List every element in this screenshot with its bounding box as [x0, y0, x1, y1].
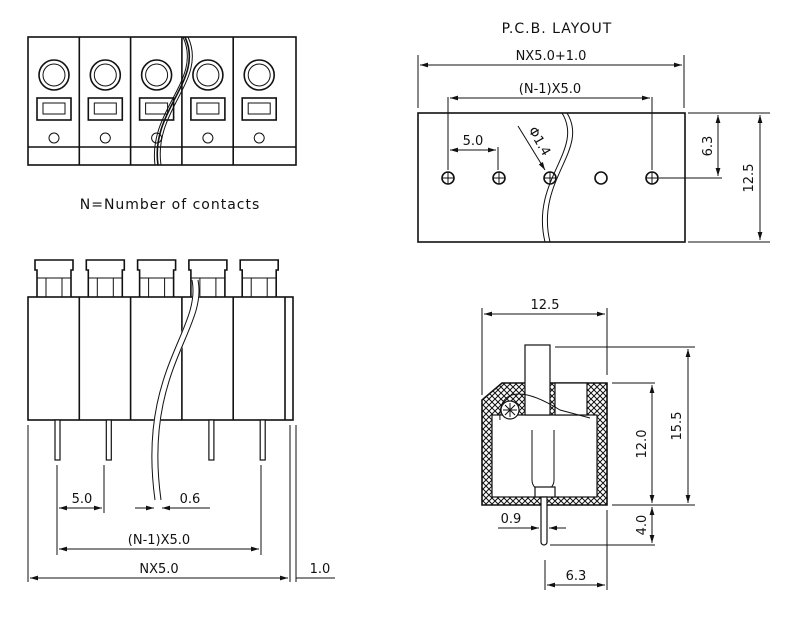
pcb-pitch: 5.0 — [463, 134, 484, 149]
side-body-height: 12.0 — [635, 430, 650, 459]
wire-entry-inner — [145, 102, 169, 115]
side-total-height: 15.5 — [670, 412, 685, 441]
front-view: 5.0 0.6 (N-1)X5.0 NX5.0 1.0 — [27, 259, 335, 582]
test-hole — [99, 132, 111, 144]
top-view: N=Number of contacts — [27, 36, 297, 213]
release-hole-inner — [42, 63, 66, 87]
pcb-depth: 12.5 — [742, 164, 757, 193]
push-button — [188, 259, 228, 297]
pin — [259, 419, 266, 461]
side-pin-length: 4.0 — [635, 515, 650, 536]
pin — [208, 419, 215, 461]
wire-entry — [36, 97, 72, 121]
wire-entry-inner — [42, 102, 66, 115]
pcb-layout-title: P.C.B. LAYOUT — [502, 21, 613, 37]
side-pin-diameter: 0.9 — [501, 512, 522, 527]
side-view: 12.5 15.5 12.0 4.0 0.9 6.3 — [481, 298, 695, 590]
release-hole — [192, 59, 224, 91]
contacts-caption: N=Number of contacts — [80, 197, 261, 213]
pin — [54, 419, 61, 461]
test-hole — [253, 132, 265, 144]
front-pin-width: 0.6 — [180, 492, 201, 507]
side-width: 12.5 — [531, 298, 560, 313]
wire-entry-inner — [196, 102, 220, 115]
release-hole-inner — [93, 63, 117, 87]
pin — [105, 419, 112, 461]
wire-entry — [241, 97, 277, 121]
wire-entry-inner — [93, 102, 117, 115]
release-hole-inner — [145, 63, 169, 87]
pcb-hole-diameter: Φ1.4 — [525, 125, 553, 159]
pcb-hole-span: (N-1)X5.0 — [519, 82, 581, 97]
test-hole — [202, 132, 214, 144]
release-hole — [243, 59, 276, 91]
side-pin-offset: 6.3 — [566, 569, 587, 584]
wire-entry — [190, 97, 226, 121]
pcb-hole-offset: 6.3 — [701, 136, 716, 157]
pcb-layout: P.C.B. LAYOUT NX5.0+1.0 (N-1)X5.0 5.0 Φ1… — [417, 21, 770, 243]
test-hole — [48, 132, 60, 144]
front-pitch: 5.0 — [72, 492, 93, 507]
pcb-hole — [594, 171, 608, 185]
push-button — [34, 259, 74, 297]
push-button — [239, 259, 279, 297]
front-overall-width: NX5.0 — [139, 562, 178, 577]
wire-entry — [87, 97, 124, 121]
release-hole — [38, 59, 70, 91]
wire-entry-inner — [247, 102, 271, 115]
front-end-extra: 1.0 — [310, 562, 331, 577]
release-hole — [140, 59, 173, 91]
release-hole-inner — [247, 63, 271, 87]
pcb-overall-width: NX5.0+1.0 — [516, 49, 587, 64]
release-hole — [89, 59, 122, 91]
push-button — [85, 259, 126, 297]
wire-entry — [138, 97, 175, 121]
release-hole-inner — [196, 63, 220, 87]
push-button — [136, 259, 177, 297]
front-pin-span: (N-1)X5.0 — [128, 533, 190, 548]
